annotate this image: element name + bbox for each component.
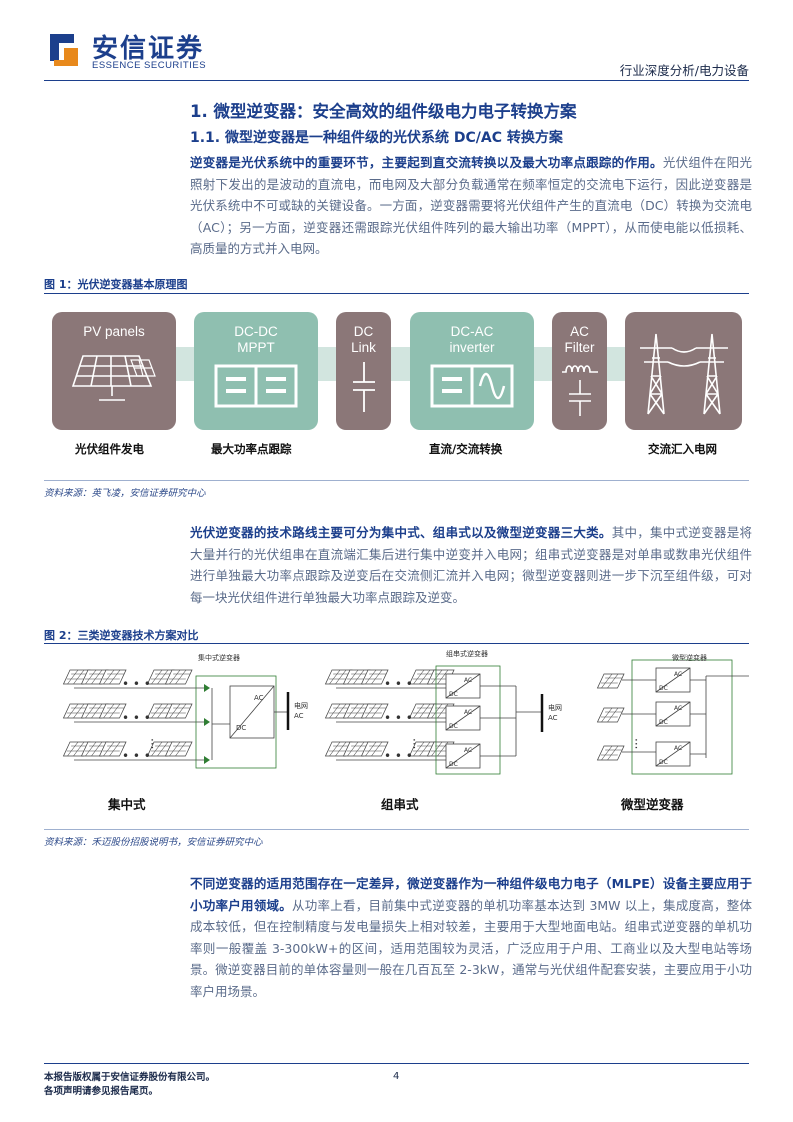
micro-dc2: DC: [659, 719, 668, 726]
capacitor-icon: [352, 362, 375, 412]
pv-panels-block: PV panels: [52, 312, 176, 430]
footer-copyright: 本报告版权属于安信证券股份有限公司。: [44, 1072, 216, 1083]
essence-logo-icon: [50, 34, 78, 66]
inverter-topology-diagram: • • • • • • • • • ··· 集中式逆变器 AC DC 电网 AC…: [44, 649, 749, 775]
string-grid-ac-label: AC: [548, 714, 558, 722]
inductor-capacitor-icon: [561, 365, 598, 416]
central-ac-label: AC: [254, 694, 264, 702]
micro-ac2: AC: [674, 705, 682, 712]
string-dc2: DC: [449, 723, 458, 730]
caption-mppt: 最大功率点跟踪: [211, 442, 292, 456]
paragraph-2-lead: 光伏逆变器的技术路线主要可分为集中式、组串式以及微型逆变器三大类。: [190, 525, 612, 540]
string-ac3: AC: [464, 747, 472, 754]
inverter-label: inverter: [449, 340, 495, 355]
paragraph-1-body: 光伏组件在阳光照射下发出的是波动的直流电，而电网及大部分负载通常在频率恒定的交流…: [190, 155, 752, 256]
micro-dc3: DC: [659, 759, 668, 766]
central-row2-dots: • • •: [122, 711, 151, 725]
caption-central: 集中式: [108, 797, 146, 812]
string-inverter-schematic: • • • • • • • • • ··· 组串式逆变器 AC DC AC DC A…: [325, 649, 562, 775]
string-dc3: DC: [449, 761, 458, 768]
string-grid-label: 电网: [548, 703, 562, 712]
string-ac1: AC: [464, 677, 472, 684]
string-dc1: DC: [449, 691, 458, 698]
figure-2-title: 图 2：三类逆变器技术方案对比: [44, 629, 199, 642]
caption-micro: 微型逆变器: [621, 797, 684, 812]
dc-dc-converter-icon: [214, 364, 298, 408]
dc-ac-label: DC-AC: [450, 324, 494, 339]
paragraph-3-body: 从功率上看，目前集中式逆变器的单机功率基本达到 3MW 以上，集成度高，整体成本…: [190, 897, 752, 999]
caption-grid-feed: 交流汇入电网: [648, 442, 717, 456]
page-number: 4: [393, 1071, 400, 1082]
string-box-label: 组串式逆变器: [446, 649, 488, 658]
central-row3-dots: • • •: [122, 749, 151, 763]
paragraph-2: 光伏逆变器的技术路线主要可分为集中式、组串式以及微型逆变器三大类。其中，集中式逆…: [190, 522, 752, 608]
central-inverter-schematic: • • • • • • • • • ··· 集中式逆变器 AC DC 电网 AC: [63, 653, 308, 769]
central-grid-label: 电网: [294, 701, 308, 710]
ac-filter-block: AC Filter: [552, 312, 607, 430]
micro-ac1: AC: [674, 671, 682, 678]
caption-pv-generation: 光伏组件发电: [75, 442, 144, 456]
central-grid-ac-label: AC: [294, 712, 304, 720]
dc-dc-mppt-block: DC-DC MPPT: [194, 312, 318, 430]
caption-string: 组串式: [381, 797, 419, 812]
central-box-label: 集中式逆变器: [198, 653, 240, 662]
svg-text:···: ···: [145, 738, 159, 749]
footer-divider: [44, 1063, 749, 1064]
ac-filter-label-2: Filter: [564, 340, 595, 355]
figure-1-bottom-rule: [44, 480, 749, 481]
section-heading: 1. 微型逆变器：安全高效的组件级电力电子转换方案: [190, 102, 577, 121]
paragraph-1: 逆变器是光伏系统中的重要环节，主要起到直交流转换以及最大功率点跟踪的作用。光伏组…: [190, 152, 752, 260]
paragraph-1-lead: 逆变器是光伏系统中的重要环节，主要起到直交流转换以及最大功率点跟踪的作用。: [190, 155, 663, 170]
paragraph-3: 不同逆变器的适用范围存在一定差异，微逆变器作为一种组件级电力电子（MLPE）设备…: [190, 873, 752, 1002]
grid-block: [625, 312, 742, 430]
transmission-tower-icon: [639, 333, 728, 415]
inverter-sine-icon: [430, 364, 514, 408]
dc-link-block: DC Link: [336, 312, 391, 430]
paragraph-2-body: 其中，集中式逆变器是将大量并行的光伏组串在直流端汇集后进行集中逆变并入电网；组串…: [190, 525, 752, 605]
ac-filter-label-1: AC: [570, 324, 589, 339]
figure-1-top-rule: [44, 293, 749, 294]
micro-dc1: DC: [659, 685, 668, 692]
footer-disclaimer: 各项声明请参见报告尾页。: [44, 1086, 159, 1097]
paragraph-3-lead: 不同逆变器的适用范围存在一定差异，微逆变器作为一种组件级电力电子（MLPE）设备…: [190, 876, 752, 913]
string-row3-dots: • • •: [384, 749, 413, 763]
company-name-cn: 安信证券: [92, 34, 205, 64]
figure-2-top-rule: [44, 643, 749, 644]
pv-panels-label: PV panels: [83, 324, 145, 339]
string-row2-dots: • • •: [384, 711, 413, 725]
subsection-heading: 1.1. 微型逆变器是一种组件级的光伏系统 DC/AC 转换方案: [190, 130, 563, 146]
dc-ac-inverter-block: DC-AC inverter: [410, 312, 534, 430]
svg-text:···: ···: [407, 738, 421, 749]
micro-box-label: 微型逆变器: [672, 653, 707, 662]
header-divider: [44, 80, 749, 81]
svg-text:···: ···: [629, 738, 643, 749]
string-row1-dots: • • •: [384, 677, 413, 691]
dc-dc-label: DC-DC: [234, 324, 278, 339]
caption-dc-ac-conversion: 直流/交流转换: [429, 442, 503, 456]
figure-2-source: 资料来源：禾迈股份招股说明书，安信证券研究中心: [44, 837, 263, 848]
central-dc-label: DC: [236, 724, 246, 732]
figure-1-source: 资料来源：英飞凌，安信证券研究中心: [44, 488, 206, 499]
figure-1-title: 图 1：光伏逆变器基本原理图: [44, 278, 188, 291]
micro-ac3: AC: [674, 745, 682, 752]
company-name-en: ESSENCE SECURITIES: [92, 60, 207, 71]
solar-panel-icon: [71, 355, 156, 401]
mppt-label: MPPT: [237, 340, 275, 355]
dc-link-label-2: Link: [351, 340, 376, 355]
report-category: 行业深度分析/电力设备: [619, 63, 749, 78]
string-ac2: AC: [464, 709, 472, 716]
figure-2-bottom-rule: [44, 829, 749, 830]
dc-link-label-1: DC: [353, 324, 374, 339]
central-row1-dots: • • •: [122, 677, 151, 691]
